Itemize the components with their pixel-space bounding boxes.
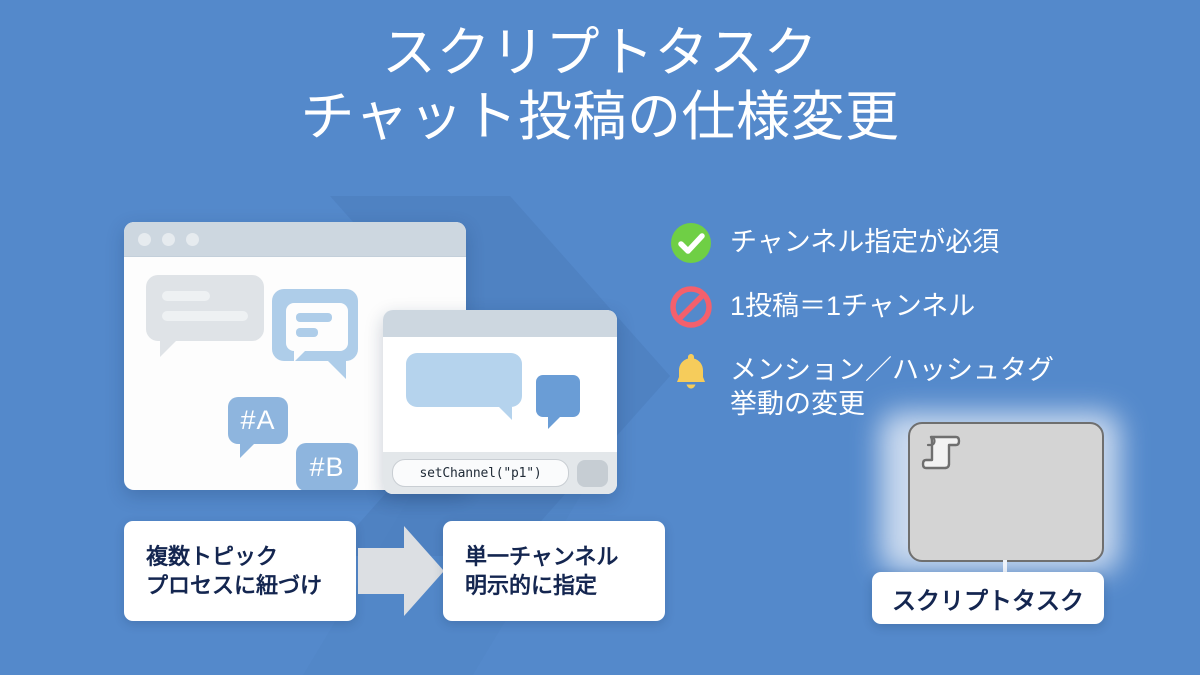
script-task-label: スクリプトタスク (872, 572, 1104, 624)
chat-window-body: #A #B (124, 257, 466, 490)
script-task-shape (908, 422, 1104, 562)
page-title: スクリプトタスク チャット投稿の仕様変更 (300, 23, 900, 147)
window-dot-minimize-icon (162, 232, 175, 246)
message-text-line (296, 313, 332, 322)
bullet-item-channel-required: チャンネル指定が必須 (668, 220, 1168, 266)
script-chat-window-body (383, 337, 617, 452)
send-button[interactable] (577, 459, 608, 487)
prohibited-icon (668, 284, 714, 330)
channel-tag-b: #B (296, 443, 358, 490)
flow-box-after: 単一チャンネル 明示的に指定 (443, 521, 665, 621)
bullet-label: 1投稿＝1チャンネル (730, 291, 976, 321)
script-task-connector (1003, 560, 1007, 574)
message-bubble-dark (536, 375, 580, 429)
script-chat-window: setChannel("p1") (383, 310, 617, 494)
bullet-label: チャンネル指定が必須 (730, 227, 1000, 257)
message-text-line (296, 328, 318, 337)
channel-tag-a: #A (228, 397, 288, 458)
bullet-list: チャンネル指定が必須 1投稿＝1チャンネル メンション／ハッシュタグ 挙動の変更 (668, 220, 1168, 439)
message-text-line (162, 311, 248, 321)
message-bubble-inner (286, 303, 348, 362)
bell-icon (668, 348, 714, 394)
bullet-label: メンション／ハッシュタグ 挙動の変更 (730, 355, 1054, 420)
script-chat-window-titlebar (383, 310, 617, 337)
composer-bar: setChannel("p1") (383, 452, 617, 494)
message-bubble-gray (146, 275, 264, 357)
flow-arrow-icon (358, 526, 444, 616)
window-dot-maximize-icon (186, 232, 199, 246)
message-bubble-light (406, 353, 522, 420)
message-text-line (162, 291, 210, 301)
channel-code-input[interactable]: setChannel("p1") (392, 459, 569, 487)
bullet-item-mention-hashtag: メンション／ハッシュタグ 挙動の変更 (668, 348, 1168, 421)
bullet-item-one-post-one-channel: 1投稿＝1チャンネル (668, 284, 1168, 330)
script-scroll-icon (921, 435, 961, 470)
message-bubble-blue (272, 289, 358, 379)
chat-window-titlebar (124, 222, 466, 257)
window-dot-close-icon (138, 232, 151, 246)
flow-box-before: 複数トピック プロセスに紐づけ (124, 521, 356, 621)
check-circle-icon (668, 220, 714, 266)
